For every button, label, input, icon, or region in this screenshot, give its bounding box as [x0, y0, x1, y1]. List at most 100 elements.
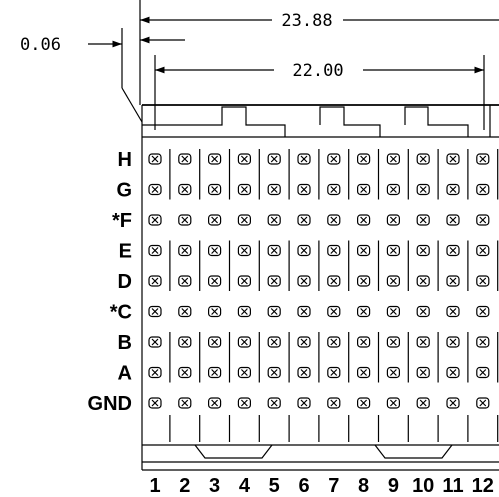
contact-pad	[327, 153, 341, 165]
connector-housing-bottom	[142, 444, 499, 471]
contact-pad	[148, 183, 162, 196]
contact-pad	[178, 214, 192, 226]
column-label: 6	[298, 475, 309, 497]
contact-pad	[178, 244, 192, 257]
contact-pad	[416, 153, 430, 165]
contact-pad	[446, 397, 460, 409]
contact-pad	[237, 183, 251, 196]
dimension-offset-text: 0.06	[20, 35, 61, 55]
contact-pad	[327, 244, 341, 257]
contact-pad	[297, 153, 311, 165]
row-label: A	[118, 363, 132, 385]
contact-pad	[148, 153, 162, 165]
contact-pad	[148, 275, 162, 287]
contact-pad	[237, 366, 251, 379]
dimension-overall-width-text: 23.88	[281, 11, 332, 31]
contact-pad	[178, 153, 192, 165]
dimension-offset: 0.06	[20, 28, 185, 123]
contact-pad	[357, 366, 371, 379]
contact-pad	[476, 366, 490, 379]
contact-pad	[237, 305, 251, 318]
contact-pad	[267, 305, 281, 318]
connector-housing-top	[141, 104, 499, 470]
contact-pad	[237, 153, 251, 165]
contact-pad	[357, 275, 371, 287]
row-label: *C	[110, 302, 132, 324]
contact-pad	[178, 397, 192, 409]
contact-pad	[267, 366, 281, 379]
contact-pad	[416, 305, 430, 318]
contact-pad	[357, 153, 371, 165]
contact-pad	[237, 244, 251, 257]
column-label: 4	[239, 475, 251, 497]
contact-pad	[267, 275, 281, 287]
column-label: 5	[269, 475, 280, 497]
row-label: H	[118, 149, 132, 171]
contact-pad	[267, 397, 281, 409]
contact-pad	[357, 336, 371, 348]
column-label: 11	[442, 475, 463, 497]
contact-pad	[327, 397, 341, 409]
row-label: B	[118, 332, 132, 354]
contact-pad	[446, 336, 460, 348]
contact-pad	[208, 214, 222, 226]
contact-pad	[267, 183, 281, 196]
contact-pad	[178, 275, 192, 287]
contact-pad	[416, 275, 430, 287]
contact-pad	[446, 244, 460, 257]
contact-pad	[357, 214, 371, 226]
column-label: 12	[472, 475, 494, 497]
contact-pad	[476, 153, 490, 165]
contact-pad	[386, 275, 400, 287]
contact-pad	[297, 244, 311, 257]
contact-pad	[267, 214, 281, 226]
contact-pad	[148, 366, 162, 379]
contact-pad	[386, 397, 400, 409]
contact-pad	[208, 183, 222, 196]
contact-pad	[357, 397, 371, 409]
contact-pad	[416, 183, 430, 196]
contact-pad	[297, 183, 311, 196]
contact-pad	[416, 244, 430, 257]
dimension-pin-span: 22.00	[154, 55, 485, 130]
contact-pad	[208, 305, 222, 318]
pin-grid	[148, 149, 499, 442]
contact-pad	[178, 366, 192, 379]
contact-pad	[208, 244, 222, 257]
contact-pad	[357, 305, 371, 318]
contact-pad	[237, 336, 251, 348]
contact-pad	[297, 397, 311, 409]
column-label: 10	[412, 475, 434, 497]
contact-pad	[327, 275, 341, 287]
contact-pad	[386, 305, 400, 318]
column-label: 8	[358, 475, 369, 497]
contact-pad	[386, 366, 400, 379]
row-label: G	[116, 180, 132, 202]
contact-pad	[327, 305, 341, 318]
contact-pad	[327, 336, 341, 348]
contact-pad	[237, 214, 251, 226]
column-label: 7	[328, 475, 339, 497]
row-label: *F	[112, 210, 132, 232]
contact-pad	[148, 397, 162, 409]
contact-pad	[297, 275, 311, 287]
contact-pad	[476, 397, 490, 409]
contact-pad	[476, 214, 490, 226]
contact-pad	[416, 366, 430, 379]
contact-pad	[476, 336, 490, 348]
contact-pad	[446, 183, 460, 196]
contact-pad	[416, 336, 430, 348]
contact-pad	[208, 275, 222, 287]
contact-pad	[476, 275, 490, 287]
contact-pad	[148, 244, 162, 257]
contact-pad	[208, 397, 222, 409]
column-label: 1	[149, 475, 160, 497]
contact-pad	[386, 214, 400, 226]
contact-pad	[208, 336, 222, 348]
contact-pad	[386, 183, 400, 196]
contact-pad	[476, 305, 490, 318]
contact-pad	[357, 183, 371, 196]
contact-pad	[148, 336, 162, 348]
